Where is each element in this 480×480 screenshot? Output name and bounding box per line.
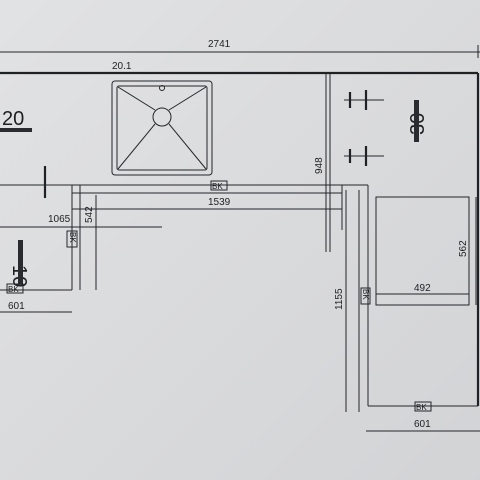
- appliance: 492 562: [375, 196, 477, 306]
- right-run-dimension: BK 1155: [334, 190, 371, 412]
- tap-hole-icon: [159, 85, 165, 91]
- left-depth-label: 542: [84, 206, 95, 223]
- left-depth-dimension: BK 542: [66, 185, 97, 290]
- left-offset-label: 1065: [48, 214, 71, 225]
- left-offset-dimension: 1065: [0, 214, 162, 228]
- right-depth-label: 948: [314, 157, 325, 174]
- appliance-width-label: 492: [414, 283, 431, 294]
- label-20: 20: [2, 108, 24, 130]
- bk-tag-right-panel: BK: [416, 403, 427, 412]
- right-panel-width-label: 601: [414, 419, 431, 430]
- overall-width-label: 2741: [208, 39, 231, 50]
- sink: 20.1: [111, 61, 213, 176]
- bk-tag: BK: [212, 182, 223, 191]
- sink-run-dimension: BK 1539: [72, 180, 343, 230]
- right-side-markers: 30: [344, 90, 429, 166]
- bk-tag-left: BK: [68, 232, 77, 243]
- bk-tag-left-panel: BK: [8, 285, 19, 294]
- left-edge-markers: 20 10: [0, 108, 52, 287]
- right-depth-dimension: 948: [314, 73, 331, 252]
- counter-outline: [0, 71, 480, 407]
- overall-width-dimension: 2741: [0, 39, 480, 58]
- right-run-label: 1155: [334, 288, 345, 310]
- left-panel: BK 601: [0, 283, 72, 313]
- sink-label: 20.1: [112, 61, 132, 72]
- appliance-depth-label: 562: [458, 240, 469, 257]
- drain-icon: [152, 107, 172, 127]
- left-panel-width-label: 601: [8, 301, 25, 312]
- sink-run-label: 1539: [208, 197, 231, 208]
- bk-tag-right: BK: [361, 289, 370, 300]
- right-panel: BK 601: [366, 401, 480, 432]
